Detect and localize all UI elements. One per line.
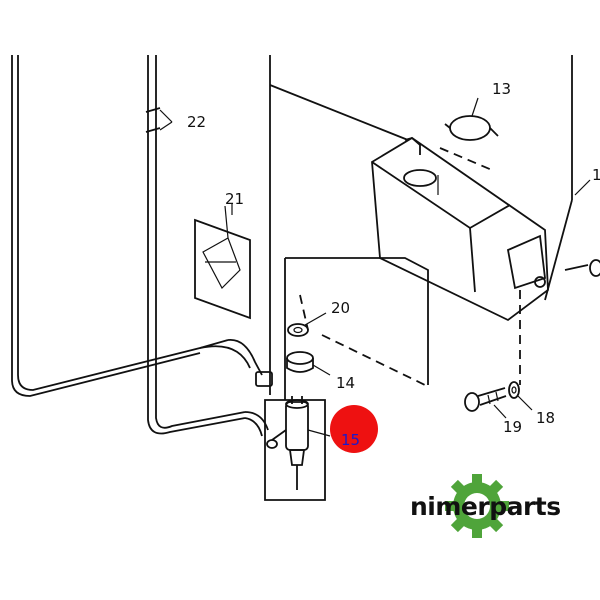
callout-18: 18 [536,409,555,427]
brand-logo: nimerparts [410,474,561,538]
leader-lines [231,97,591,215]
fastener-right [564,259,600,277]
washer-pump-15 [266,396,331,490]
pump-mount-panel [264,257,429,501]
hose-break-marks [145,107,173,133]
bolt-19 [464,387,507,419]
highlight-marker [330,405,378,453]
washer-reservoir [371,136,549,322]
bracket-panel [269,55,573,395]
callout-1: 1 [592,166,600,184]
reservoir-cap-13 [439,115,499,171]
callout-20: 20 [331,299,350,317]
callout-14: 14 [336,374,355,392]
grommet-20 [287,312,327,337]
washer-hose [11,55,273,437]
assembly-lines [299,290,521,386]
callout-21: 21 [225,190,244,208]
callout-19: 19 [503,418,522,436]
washer-18 [508,381,533,411]
seal-14 [286,351,331,376]
decal-21 [194,205,251,320]
callout-13: 13 [492,80,511,98]
gear-icon [445,474,509,538]
callout-22: 22 [187,113,206,131]
brand-text: nimerparts [410,492,561,521]
callout-15: 15 [341,431,360,449]
